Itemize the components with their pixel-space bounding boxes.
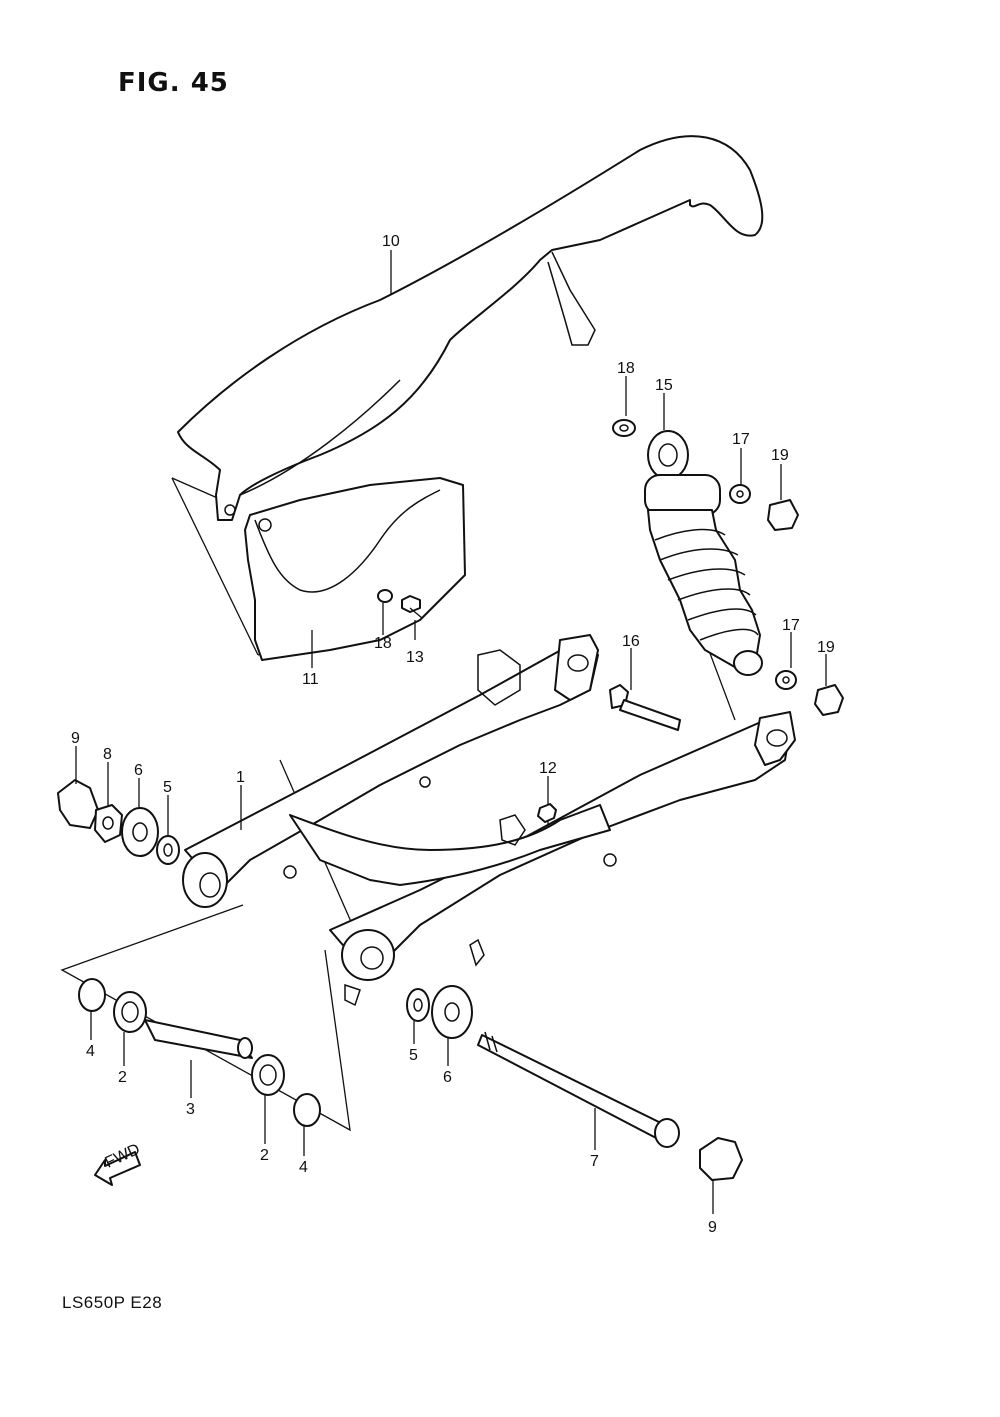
callout-7: 7 xyxy=(590,1153,599,1170)
washer-5-left xyxy=(156,835,180,865)
washer-17-upper xyxy=(729,484,751,504)
callout-17-lower: 17 xyxy=(782,617,800,634)
callout-2-left: 2 xyxy=(118,1069,127,1086)
callout-16: 16 xyxy=(622,633,640,650)
model-code: LS650P E28 xyxy=(62,1293,163,1312)
bolt-12 xyxy=(537,803,557,826)
callout-2-right: 2 xyxy=(260,1147,269,1164)
washer-17-lower-hole xyxy=(782,676,790,684)
callout-18-lower: 18 xyxy=(374,635,392,652)
cap-nut-19-lower xyxy=(814,684,844,716)
callout-1: 1 xyxy=(236,769,245,786)
callout-3: 3 xyxy=(186,1101,195,1118)
screw-13 xyxy=(401,595,423,619)
callout-18-upper: 18 xyxy=(617,360,635,377)
cap-9-left xyxy=(57,779,99,829)
callout-9-right: 9 xyxy=(708,1219,717,1236)
bearing-2-right xyxy=(251,1054,285,1096)
callout-numbers: 10 18 15 17 19 18 13 11 16 17 19 9 8 6 5… xyxy=(71,233,835,1236)
callout-15: 15 xyxy=(655,377,673,394)
spacer-6-left xyxy=(121,807,159,857)
callout-12: 12 xyxy=(539,760,557,777)
callout-11: 11 xyxy=(302,671,319,688)
callout-8: 8 xyxy=(103,746,112,763)
washer-17-lower xyxy=(775,670,797,690)
swingarm xyxy=(182,634,796,1007)
callout-9-left: 9 xyxy=(71,730,80,747)
chain-case-cover xyxy=(244,477,466,661)
callout-4-left: 4 xyxy=(86,1043,95,1060)
bearing-2-left xyxy=(113,991,147,1033)
shock-bolt-16 xyxy=(609,684,681,731)
washer-17-upper-hole xyxy=(736,490,744,498)
callout-19-lower: 19 xyxy=(817,639,835,656)
cap-nut-19-upper xyxy=(767,499,799,531)
figure-title: FIG. 45 xyxy=(118,68,229,98)
washer-5-right xyxy=(406,988,430,1022)
callout-10: 10 xyxy=(382,233,400,250)
nut-8 xyxy=(94,804,123,843)
cap-9-right xyxy=(699,1137,743,1181)
callout-4-right: 4 xyxy=(299,1159,308,1176)
spacer-pipe-3 xyxy=(144,1019,253,1059)
callout-17-upper: 17 xyxy=(732,431,750,448)
rear-shock-absorber xyxy=(644,430,763,676)
callout-19-upper: 19 xyxy=(771,447,789,464)
washer-18-upper xyxy=(612,419,636,437)
callout-5-left: 5 xyxy=(163,779,172,796)
washer-18-lower xyxy=(377,589,393,603)
callout-6-left: 6 xyxy=(134,762,143,779)
callout-6-right: 6 xyxy=(443,1069,452,1086)
pivot-shaft-7 xyxy=(477,1031,680,1148)
forward-arrow-icon xyxy=(94,1151,141,1186)
leader-lines xyxy=(75,250,827,1214)
chain-case xyxy=(177,135,764,521)
washer-18-upper-hole xyxy=(619,424,629,432)
callout-13: 13 xyxy=(406,649,424,666)
bushing-4-right xyxy=(293,1093,321,1127)
spacer-6-right xyxy=(431,985,473,1039)
bushing-4-left xyxy=(78,978,106,1012)
callout-5-right: 5 xyxy=(409,1047,418,1064)
